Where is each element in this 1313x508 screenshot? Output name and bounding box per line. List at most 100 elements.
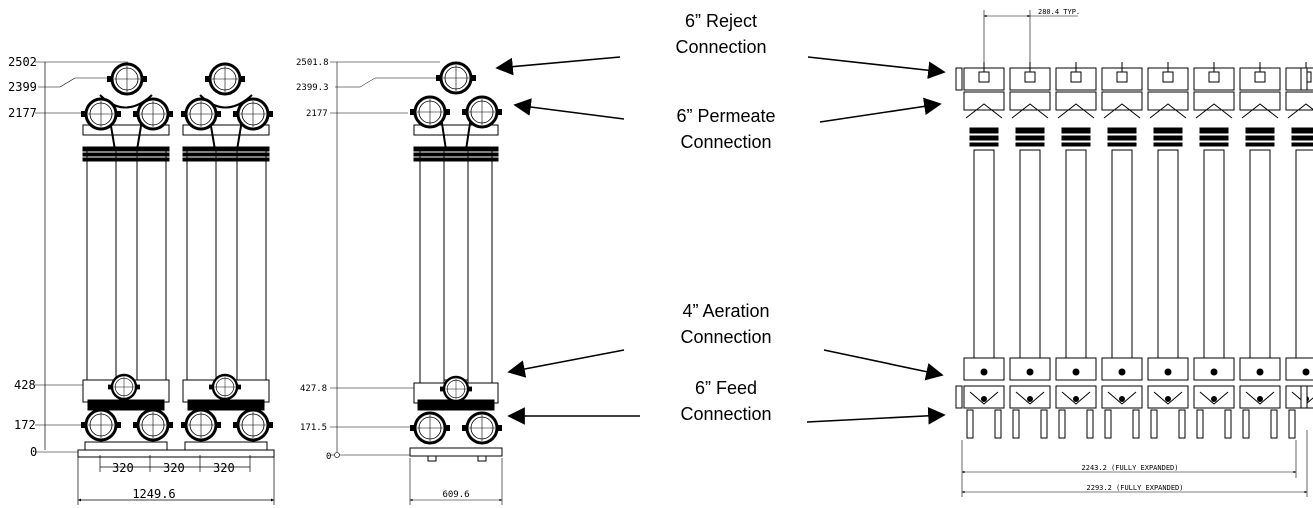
- leg-left: [966, 409, 974, 439]
- reject-valve: [1070, 71, 1082, 83]
- band-1: [1107, 127, 1137, 134]
- aeration-header: [1285, 357, 1313, 381]
- leg-left: [1104, 409, 1112, 439]
- permeate-header: [1009, 91, 1051, 111]
- right-expanded-inner-label: 2243.2 (FULLY EXPANDED): [1082, 464, 1179, 472]
- band-2: [1199, 135, 1229, 141]
- left-overall-width: 1249.6: [132, 487, 175, 501]
- band-3: [1245, 142, 1275, 147]
- middle-height-427-8: 427.8: [300, 384, 327, 394]
- permeate-arrow-left: [513, 98, 625, 120]
- aeration-port: [1072, 368, 1080, 376]
- reject-valve: [1254, 71, 1266, 83]
- feed-cone: [1107, 391, 1137, 405]
- feed-callout-line1: 6” Feed: [694, 378, 758, 398]
- permeate-header: [1239, 91, 1281, 111]
- reject-connection-callout: 6” Reject Connection: [621, 8, 821, 60]
- band-2: [969, 135, 999, 141]
- permeate-cone: [1149, 103, 1187, 119]
- band-2: [1153, 135, 1183, 141]
- permeate-cone: [1011, 103, 1049, 119]
- middle-dimension-labels: 2501.8 2399.3 2177 427.8 171.5 0 609.6: [296, 58, 470, 500]
- leg-right: [1086, 409, 1094, 439]
- middle-elevation-view: [330, 61, 503, 462]
- leg-left: [1058, 409, 1066, 439]
- right-pitch-label: 280.4 TYP.: [1038, 8, 1080, 16]
- leg-right: [1040, 409, 1048, 439]
- callout-arrows: [495, 56, 946, 425]
- reject-arrow-left: [495, 56, 621, 76]
- middle-overall-width: 609.6: [442, 490, 469, 500]
- module-column-7: [1239, 62, 1281, 439]
- feed-port: [1073, 396, 1079, 402]
- right-end-cap-bottom: [1300, 385, 1308, 409]
- left-height-2502: 2502: [8, 55, 37, 69]
- module-column-1: [963, 62, 1005, 439]
- membrane-tube: [1157, 149, 1179, 361]
- aeration-callout-line2: Connection: [680, 327, 772, 347]
- left-height-2177: 2177: [8, 106, 37, 120]
- right-dimension-labels: 280.4 TYP. 2243.2 (FULLY EXPANDED) 2293.…: [1038, 8, 1183, 492]
- permeate-connection-callout: 6” Permeate Connection: [626, 103, 826, 155]
- feed-port: [981, 396, 987, 402]
- leg-left: [1196, 409, 1204, 439]
- membrane-tube: [1065, 149, 1087, 361]
- feed-port: [1119, 396, 1125, 402]
- permeate-cone: [1287, 103, 1313, 119]
- membrane-tube: [1249, 149, 1271, 361]
- reject-valve: [978, 71, 990, 83]
- aeration-port: [1118, 368, 1126, 376]
- reject-valve: [1208, 71, 1220, 83]
- leg-right: [1178, 409, 1186, 439]
- permeate-cone: [965, 103, 1003, 119]
- middle-dimension-lines: [409, 458, 503, 505]
- left-height-0: 0: [30, 445, 37, 459]
- band-2: [1015, 135, 1045, 141]
- aeration-port: [1026, 368, 1034, 376]
- membrane-tube: [1295, 149, 1313, 361]
- module-column-4: [1101, 62, 1143, 439]
- permeate-cone: [1103, 103, 1141, 119]
- middle-height-2177: 2177: [306, 109, 328, 119]
- left-dimension-labels: 2502 2399 2177 428 172 0 320 320 320 124…: [8, 55, 235, 501]
- left-end-cap-top: [955, 67, 963, 91]
- middle-height-2501-8: 2501.8: [296, 58, 329, 68]
- leg-right: [1224, 409, 1232, 439]
- band-2: [1061, 135, 1091, 141]
- aeration-arrow-left: [507, 349, 625, 378]
- permeate-header: [1285, 91, 1313, 111]
- reject-arrow-right: [807, 56, 946, 80]
- membrane-tube: [973, 149, 995, 361]
- band-1: [1061, 127, 1091, 134]
- permeate-callout-line2: Connection: [680, 132, 772, 152]
- membrane-tube: [1111, 149, 1133, 361]
- band-1: [1291, 127, 1313, 134]
- feed-cone: [1199, 391, 1229, 405]
- aeration-port: [1164, 368, 1172, 376]
- left-end-cap-bottom: [955, 385, 963, 409]
- band-3: [1107, 142, 1137, 147]
- band-3: [1199, 142, 1229, 147]
- reject-valve: [1024, 71, 1036, 83]
- membrane-tube: [1019, 149, 1041, 361]
- middle-height-2399-3: 2399.3: [296, 83, 329, 93]
- leg-right: [1270, 409, 1278, 439]
- reject-callout-line2: Connection: [675, 37, 767, 57]
- left-spacing-2: 320: [163, 461, 185, 475]
- permeate-cone: [1195, 103, 1233, 119]
- feed-cone: [969, 391, 999, 405]
- module-column-2: [1009, 62, 1051, 439]
- band-2: [1245, 135, 1275, 141]
- band-3: [1015, 142, 1045, 147]
- module-column-8: [1285, 62, 1313, 439]
- right-expanded-outer-label: 2293.2 (FULLY EXPANDED): [1087, 484, 1184, 492]
- right-dimension-lines: [961, 10, 1308, 497]
- permeate-header: [1193, 91, 1235, 111]
- aeration-arrow-right: [823, 349, 944, 381]
- permeate-callout-line1: 6” Permeate: [676, 106, 776, 126]
- band-1: [1245, 127, 1275, 134]
- left-spacing-3: 320: [213, 461, 235, 475]
- feed-port: [1027, 396, 1033, 402]
- module-pair-2: [182, 94, 270, 451]
